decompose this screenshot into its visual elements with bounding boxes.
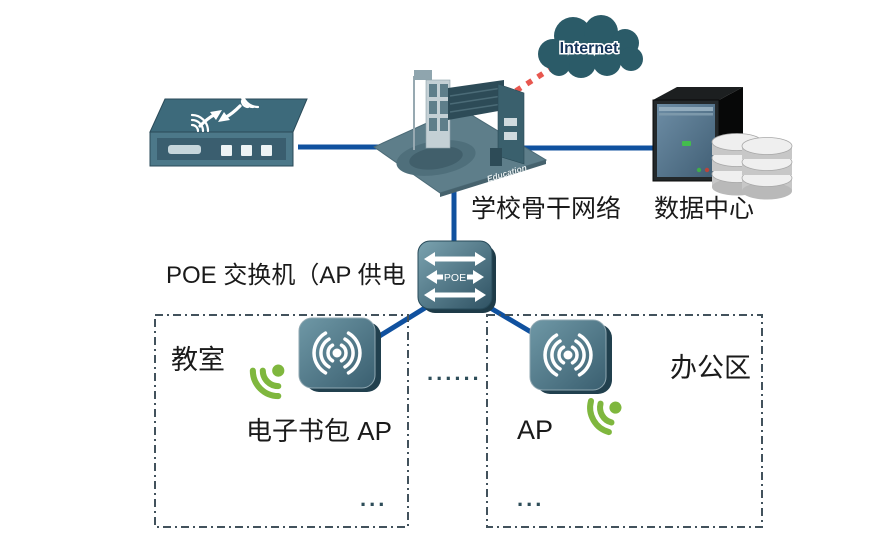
- datacenter-label: 数据中心: [654, 195, 755, 223]
- office-zone-box: [486, 314, 763, 528]
- building-entrance: [490, 148, 502, 166]
- switch-arrows: [424, 252, 486, 302]
- ellipsis-office: ...: [517, 486, 545, 511]
- server-led: [682, 141, 691, 146]
- classroom-zone-box: [154, 314, 409, 528]
- controller-display-slot: [168, 145, 201, 154]
- school-building-icon: Education: [370, 60, 548, 198]
- wireless-arrows-icon: [190, 89, 260, 133]
- ellipsis-classroom: ...: [360, 486, 388, 511]
- poe-badge: POE: [444, 272, 466, 284]
- disk-stack: [711, 133, 793, 200]
- backbone-label: 学校骨干网络: [471, 195, 622, 223]
- wifi-signal-icon: [244, 362, 286, 408]
- poe-switch-label: POE 交换机（AP 供电: [166, 262, 406, 289]
- flag: [414, 70, 432, 80]
- classroom-ap-label: 电子书包 AP: [246, 416, 392, 446]
- cloud-shape: [538, 15, 643, 78]
- internet-label: Internet: [560, 40, 619, 57]
- office-ap-label: AP: [517, 415, 554, 445]
- internet-cloud-icon: Internet: [531, 12, 645, 78]
- server-with-disks-icon: [645, 84, 795, 200]
- wifi-glyph: [312, 331, 362, 375]
- classroom-access-point-icon: [297, 316, 385, 396]
- wifi-glyph: [543, 333, 593, 377]
- wifi-signal-icon: [573, 391, 625, 444]
- wireless-controller-icon: [148, 89, 308, 168]
- track-oval: [396, 140, 476, 176]
- classroom-zone-label: 教室: [171, 345, 225, 375]
- ellipsis-between-zones: ......: [427, 360, 482, 385]
- poe-switch-icon: POE: [415, 238, 499, 316]
- office-access-point-icon: [528, 318, 616, 398]
- office-zone-label: 办公区: [670, 353, 751, 383]
